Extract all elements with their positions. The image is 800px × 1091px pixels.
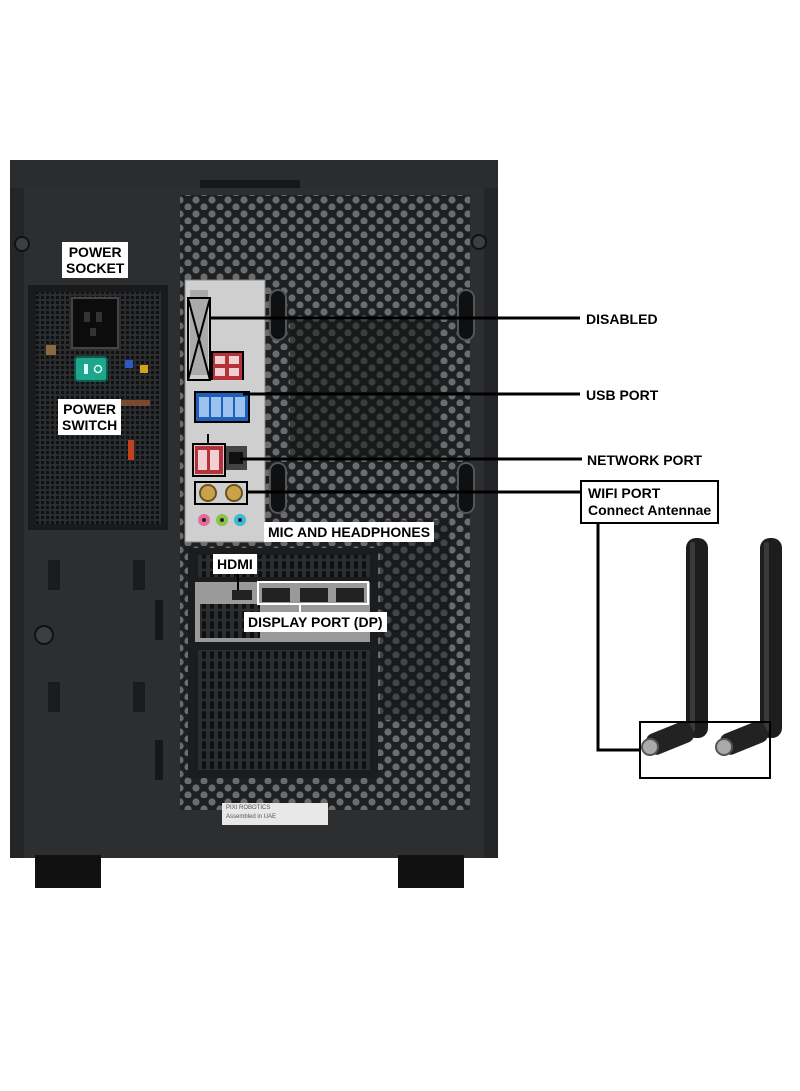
- antenna-right-icon: [715, 538, 782, 756]
- power-socket-icon: [71, 297, 119, 349]
- disabled-label: DISABLED: [586, 311, 658, 327]
- io-shield: [184, 279, 266, 543]
- pc-case: [10, 160, 498, 888]
- network-port-label: NETWORK PORT: [587, 452, 703, 468]
- hdmi-label: HDMI: [213, 554, 257, 574]
- power-socket-label: POWER SOCKET: [62, 242, 129, 278]
- usb-port-label: USB PORT: [586, 387, 659, 403]
- connect-antennae-label: Connect Antennae: [588, 502, 712, 518]
- brand-sticker: PIXI ROBOTICS Assembled in UAE: [222, 803, 328, 825]
- display-port-label: DISPLAY PORT (DP): [244, 612, 387, 632]
- psu-cables: [46, 345, 150, 460]
- antenna-left-icon: [641, 538, 708, 756]
- wifi-port-callout: WIFI PORT Connect Antennae: [580, 480, 720, 524]
- sticker-assembled: Assembled in UAE: [226, 814, 277, 820]
- annotation-lines: [187, 297, 640, 752]
- power-switch-label: POWER SWITCH: [58, 399, 122, 435]
- power-switch-icon: [74, 356, 108, 382]
- wifi-port-label: WIFI PORT: [588, 485, 661, 501]
- mic-headphones-label: MIC AND HEADPHONES: [264, 522, 435, 542]
- sticker-brand: PIXI ROBOTICS: [226, 805, 271, 811]
- wifi-antennas: [639, 538, 782, 779]
